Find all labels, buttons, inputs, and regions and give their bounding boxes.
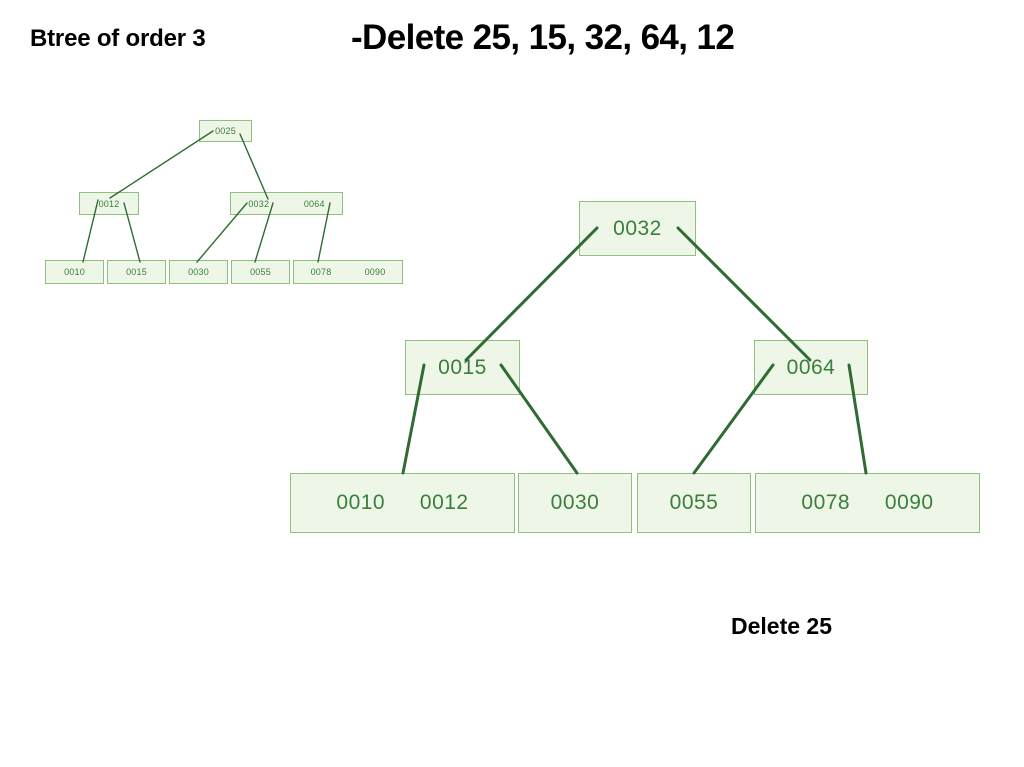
node-key: 0090 bbox=[884, 491, 934, 514]
btree-before-leaf-node: 0010 bbox=[45, 260, 104, 284]
diagram-caption: Delete 25 bbox=[731, 613, 833, 639]
node-key: 0015 bbox=[438, 355, 487, 379]
node-key: 0030 bbox=[188, 267, 209, 277]
btree-before-root-node: 0025 bbox=[199, 120, 252, 142]
btree-after-leaf-node: 0055 bbox=[637, 473, 751, 533]
node-key: 0010 bbox=[336, 491, 386, 514]
btree-before-leaf-node: 0055 bbox=[231, 260, 290, 284]
page-subtitle: -Delete 25, 15, 32, 64, 12 bbox=[351, 18, 735, 57]
node-key: 0055 bbox=[250, 267, 271, 277]
btree-after-internal-node-right: 0064 bbox=[754, 340, 868, 395]
node-key: 0010 bbox=[64, 267, 85, 277]
node-key: 0055 bbox=[669, 491, 719, 514]
btree-after-internal-node-left: 0015 bbox=[405, 340, 520, 395]
node-key: 0064 bbox=[303, 198, 325, 209]
btree-before-leaf-node: 0078 0090 bbox=[293, 260, 403, 284]
slide-title-bar: Btree of order 3 -Delete 25, 15, 32, 64,… bbox=[0, 0, 1024, 80]
node-key: 0064 bbox=[786, 355, 836, 379]
page-title: Btree of order 3 bbox=[30, 25, 206, 52]
btree-after-root-node: 0032 bbox=[579, 201, 696, 256]
node-key: 0030 bbox=[550, 491, 600, 514]
btree-before-internal-node-left: 0012 bbox=[79, 192, 139, 215]
btree-after-leaf-node: 0030 bbox=[518, 473, 632, 533]
node-key: 0090 bbox=[364, 267, 386, 277]
btree-after-leaf-node: 0078 0090 bbox=[755, 473, 980, 533]
btree-before-leaf-node: 0015 bbox=[107, 260, 166, 284]
btree-after-leaf-node: 0010 0012 bbox=[290, 473, 515, 533]
node-key: 0025 bbox=[215, 126, 236, 136]
node-key: 0012 bbox=[98, 198, 120, 209]
node-key: 0015 bbox=[126, 267, 147, 277]
btree-before-leaf-node: 0030 bbox=[169, 260, 228, 284]
node-key: 0012 bbox=[419, 491, 469, 514]
node-key: 0032 bbox=[248, 198, 270, 209]
btree-before-internal-node-right: 0032 0064 bbox=[230, 192, 343, 215]
node-key: 0032 bbox=[613, 216, 662, 240]
node-key: 0078 bbox=[310, 267, 332, 277]
node-key: 0078 bbox=[801, 491, 851, 514]
